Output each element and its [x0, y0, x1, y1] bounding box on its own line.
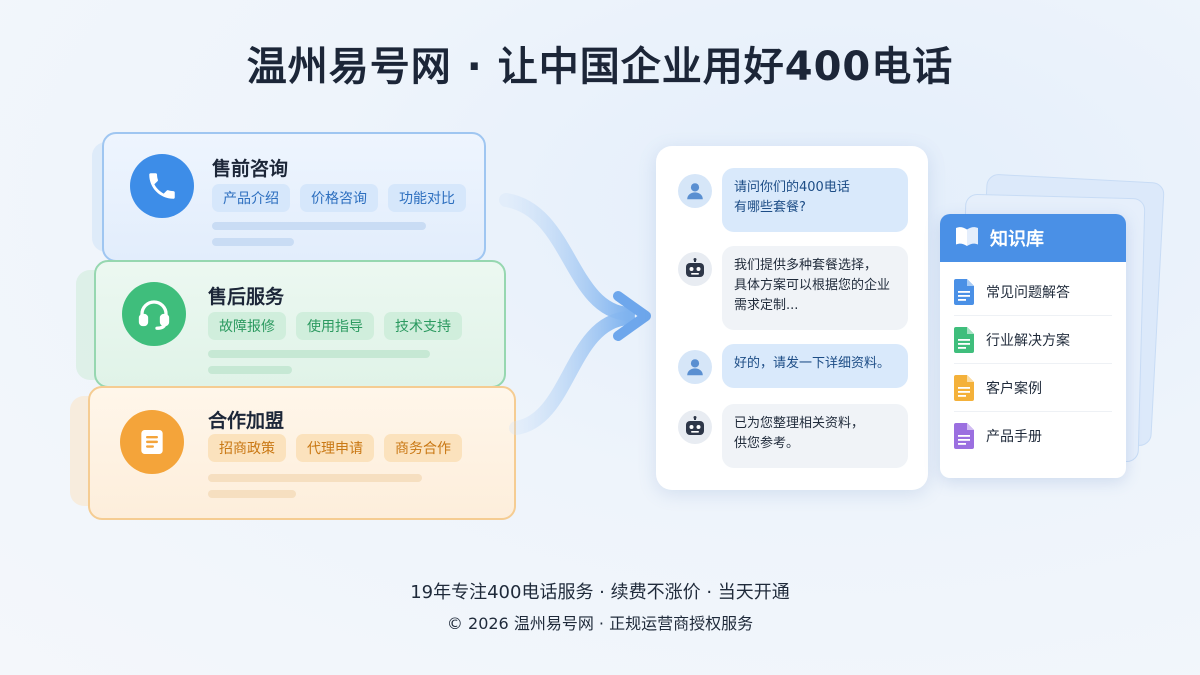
phone-icon — [130, 154, 194, 218]
card-title: 合作加盟 — [208, 410, 285, 432]
tag-compare[interactable]: 功能对比 — [388, 184, 466, 212]
placeholder-bar — [208, 490, 296, 498]
tag-price[interactable]: 价格咨询 — [300, 184, 378, 212]
user-avatar — [678, 350, 712, 384]
chat-panel: 请问你们的400电话有哪些套餐? 我们提供多种套餐选择，具体方案可以根据您的企业… — [656, 146, 928, 490]
placeholder-bar — [208, 366, 292, 374]
placeholder-bar — [208, 350, 430, 358]
user-avatar — [678, 174, 712, 208]
partner-card[interactable]: 合作加盟 招商政策 代理申请 商务合作 — [88, 386, 516, 520]
file-icon — [954, 326, 974, 353]
document-icon — [120, 410, 184, 474]
page-title: 温州易号网 · 让中国企业用好400电话 — [246, 44, 954, 90]
footer-tagline: 19年专注400电话服务 · 续费不涨价 · 当天开通 — [410, 582, 790, 603]
tag-product-intro[interactable]: 产品介绍 — [212, 184, 290, 212]
file-icon — [954, 278, 974, 305]
chat-message-bot: 已为您整理相关资料，供您参考。 — [722, 404, 908, 468]
card-title: 售后服务 — [208, 286, 285, 308]
placeholder-bar — [212, 238, 294, 246]
tag-business[interactable]: 商务合作 — [384, 434, 462, 462]
tag-agent[interactable]: 代理申请 — [296, 434, 374, 462]
book-icon — [954, 225, 980, 252]
chat-message-user: 请问你们的400电话有哪些套餐? — [722, 168, 908, 232]
aftersale-card[interactable]: 售后服务 故障报修 使用指导 技术支持 — [94, 260, 506, 388]
file-icon — [954, 374, 974, 401]
card-title: 售前咨询 — [212, 158, 289, 180]
tag-repair[interactable]: 故障报修 — [208, 312, 286, 340]
placeholder-bar — [208, 474, 422, 482]
kb-title: 知识库 — [990, 229, 1044, 250]
robot-icon — [678, 410, 712, 444]
kb-item-manual[interactable]: 产品手册 — [954, 412, 1112, 460]
robot-icon — [678, 252, 712, 286]
headset-icon — [122, 282, 186, 346]
kb-item-cases[interactable]: 客户案例 — [954, 364, 1112, 412]
tag-policy[interactable]: 招商政策 — [208, 434, 286, 462]
presale-card[interactable]: 售前咨询 产品介绍 价格咨询 功能对比 — [102, 132, 486, 262]
tag-support[interactable]: 技术支持 — [384, 312, 462, 340]
kb-item-solutions[interactable]: 行业解决方案 — [954, 316, 1112, 364]
footer-copyright: © 2026 温州易号网 · 正规运营商授权服务 — [446, 614, 754, 633]
tag-guide[interactable]: 使用指导 — [296, 312, 374, 340]
knowledge-base-panel: 知识库 常见问题解答 行业解决方案 客户案例 产品手册 — [940, 214, 1126, 478]
chat-message-bot: 我们提供多种套餐选择，具体方案可以根据您的企业需求定制... — [722, 246, 908, 330]
file-icon — [954, 423, 974, 449]
kb-item-faq[interactable]: 常见问题解答 — [954, 268, 1112, 316]
chat-message-user: 好的，请发一下详细资料。 — [722, 344, 908, 388]
placeholder-bar — [212, 222, 426, 230]
